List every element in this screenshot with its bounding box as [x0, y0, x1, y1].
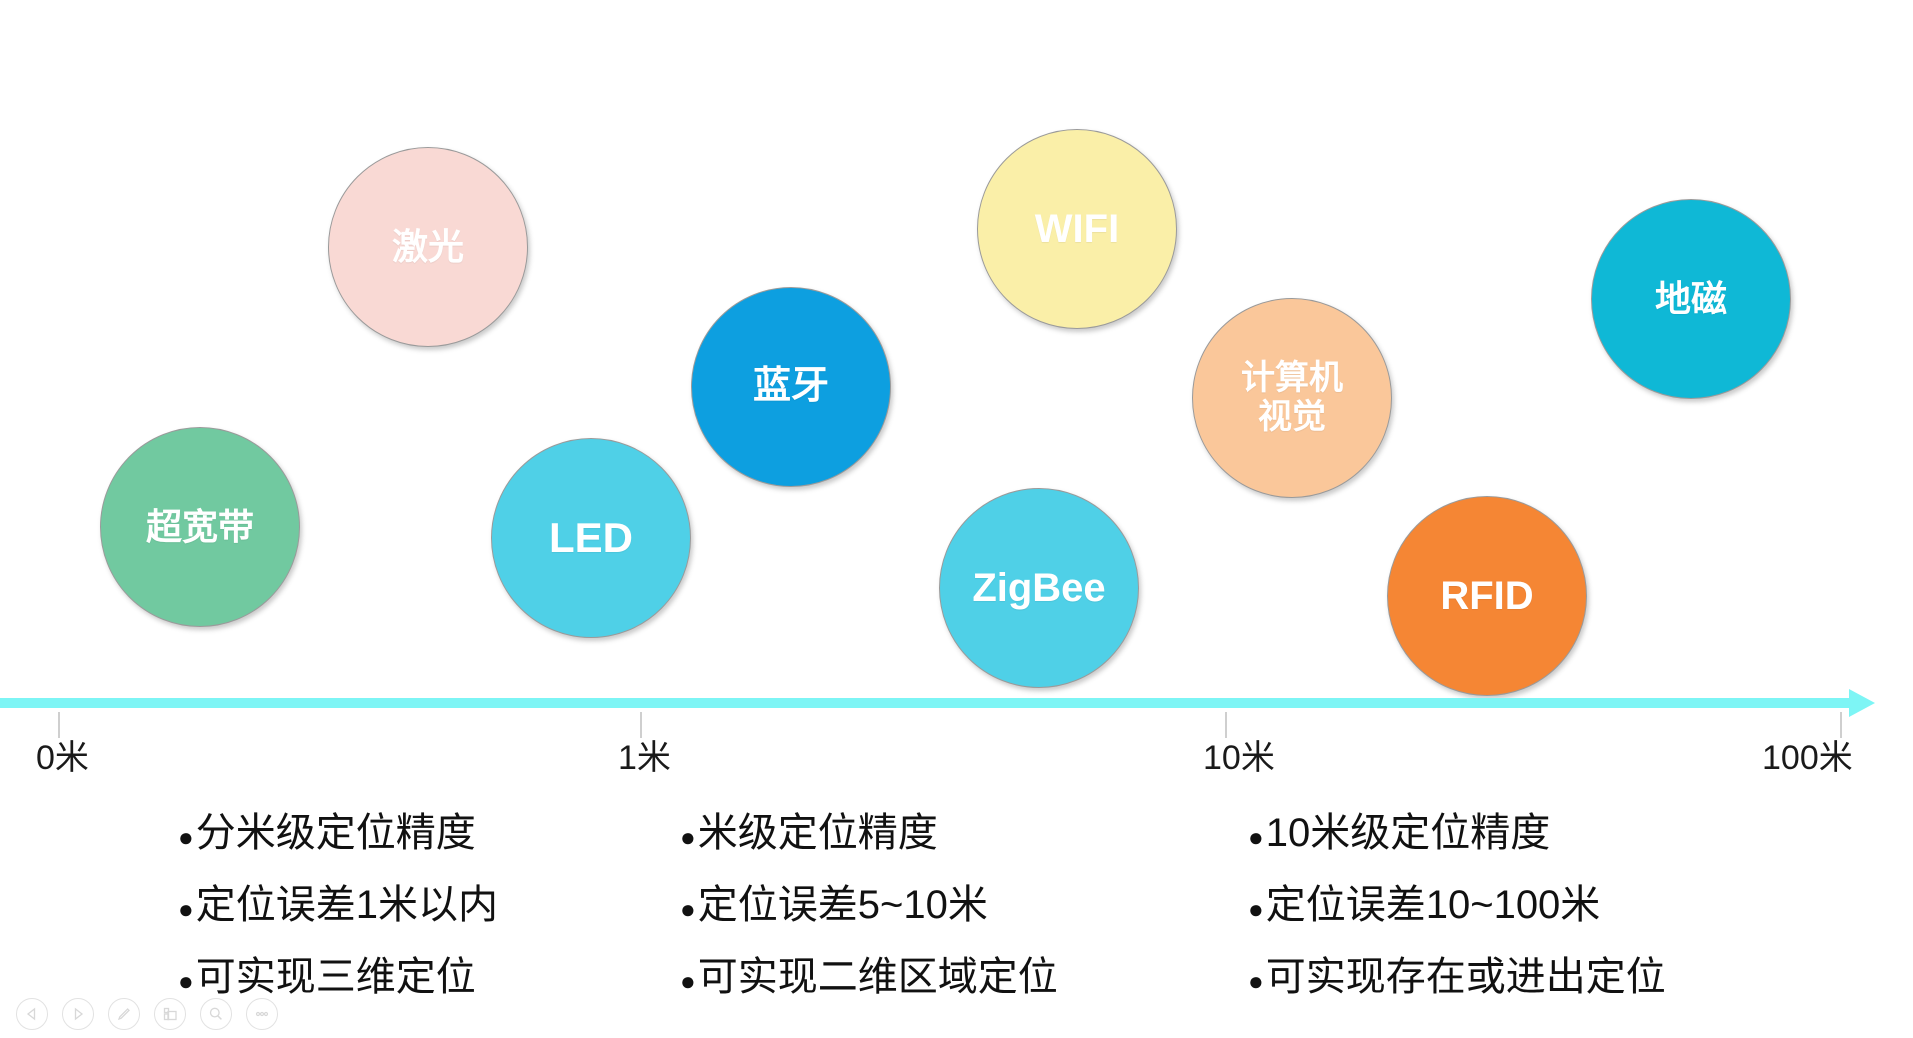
zoom-tool-button[interactable]	[200, 998, 232, 1030]
bullet-dot-icon: ●	[1248, 822, 1264, 852]
previous-slide-button[interactable]	[16, 998, 48, 1030]
bullet-item: ●可实现二维区域定位	[680, 944, 1150, 1016]
bullet-text: 可实现二维区域定位	[697, 955, 1058, 999]
bullet-item: ●10米级定位精度	[1248, 800, 1913, 872]
axis-tick-label: 0米	[36, 739, 89, 777]
bullet-item: ●定位误差5~10米	[680, 872, 1150, 944]
bullet-text: 10米级定位精度	[1265, 811, 1551, 855]
bubble-label: 超宽带	[145, 506, 254, 548]
axis-arrow-icon	[1849, 689, 1875, 717]
bullet-dot-icon: ●	[680, 966, 696, 996]
presentation-toolbar[interactable]	[16, 998, 278, 1030]
bullet-text: 定位误差1米以内	[195, 883, 498, 927]
bubble-node[interactable]: ZigBee	[939, 488, 1139, 688]
bubble-label: 计算机 视觉	[1241, 358, 1343, 436]
axis-tick-label: 10米	[1203, 739, 1275, 777]
bullet-dot-icon: ●	[1248, 966, 1264, 996]
bubble-label: 激光	[391, 226, 464, 268]
bubble-node[interactable]: LED	[491, 438, 691, 638]
ellipsis-icon	[253, 1005, 271, 1023]
bullet-column-1: ●米级定位精度●定位误差5~10米●可实现二维区域定位	[550, 800, 1150, 999]
axis-tick-mark	[640, 712, 642, 738]
pen-tool-button[interactable]	[108, 998, 140, 1030]
bubble-label: 地磁	[1654, 278, 1727, 320]
bullet-text: 定位误差5~10米	[697, 883, 988, 927]
axis-tick-label: 100米	[1762, 739, 1853, 777]
bubble-label: ZigBee	[972, 566, 1106, 610]
bubble-label: WIFI	[1034, 207, 1120, 251]
axis-tick-label: 1米	[618, 739, 671, 777]
bullet-columns: ●分米级定位精度●定位误差1米以内●可实现三维定位 ●米级定位精度●定位误差5~…	[0, 800, 1913, 999]
pen-icon	[115, 1005, 133, 1023]
bubble-label: LED	[549, 513, 633, 561]
bullet-text: 定位误差10~100米	[1265, 883, 1601, 927]
more-options-button[interactable]	[246, 998, 278, 1030]
bullet-dot-icon: ●	[178, 822, 194, 852]
axis-tick-mark	[1840, 712, 1842, 738]
bubble-label: 蓝牙	[752, 365, 829, 408]
bullet-item: ●分米级定位精度	[178, 800, 550, 872]
bullet-text: 米级定位精度	[697, 811, 938, 855]
bubble-node[interactable]: 超宽带	[100, 427, 300, 627]
bullet-dot-icon: ●	[178, 966, 194, 996]
bubble-node[interactable]: WIFI	[977, 129, 1177, 329]
bullet-dot-icon: ●	[178, 894, 194, 924]
axis	[0, 689, 1913, 717]
bullet-text: 可实现三维定位	[195, 955, 476, 999]
magnifier-icon	[207, 1005, 225, 1023]
bullet-text: 可实现存在或进出定位	[1265, 955, 1666, 999]
bullet-text: 分米级定位精度	[195, 811, 476, 855]
bullet-item: ●可实现三维定位	[178, 944, 550, 1016]
bullet-item: ●定位误差10~100米	[1248, 872, 1913, 944]
bullet-item: ●米级定位精度	[680, 800, 1150, 872]
bubble-node[interactable]: 蓝牙	[691, 287, 891, 487]
axis-tick-mark	[58, 712, 60, 738]
bullet-column-0: ●分米级定位精度●定位误差1米以内●可实现三维定位	[0, 800, 550, 999]
bullet-dot-icon: ●	[680, 822, 696, 852]
bullet-item: ●定位误差1米以内	[178, 872, 550, 944]
triangle-right-icon	[70, 1006, 86, 1022]
bullet-dot-icon: ●	[1248, 894, 1264, 924]
bullet-item: ●可实现存在或进出定位	[1248, 944, 1913, 1016]
slide-overview-button[interactable]	[154, 998, 186, 1030]
bullet-dot-icon: ●	[680, 894, 696, 924]
bubble-node[interactable]: 地磁	[1591, 199, 1791, 399]
bubble-node[interactable]: RFID	[1387, 496, 1587, 696]
bubble-label: RFID	[1440, 574, 1534, 618]
triangle-left-icon	[24, 1006, 40, 1022]
axis-tick-mark	[1225, 712, 1227, 738]
bubble-node[interactable]: 激光	[328, 147, 528, 347]
slides-icon	[161, 1005, 179, 1023]
next-slide-button[interactable]	[62, 998, 94, 1030]
axis-line	[0, 698, 1855, 708]
bubble-node[interactable]: 计算机 视觉	[1192, 298, 1392, 498]
bullet-column-2: ●10米级定位精度●定位误差10~100米●可实现存在或进出定位	[1150, 800, 1913, 999]
